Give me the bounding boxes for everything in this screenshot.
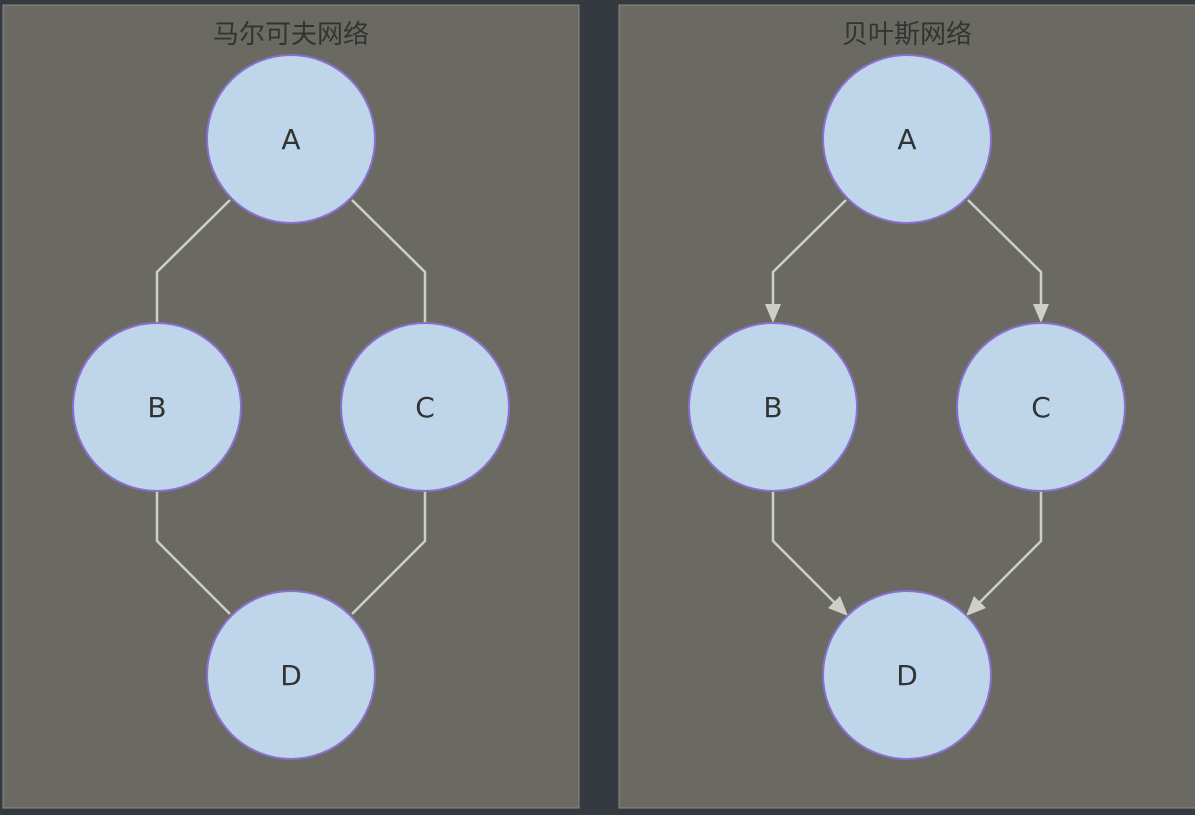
node-d: D — [822, 590, 992, 760]
edge-b-d — [771, 491, 837, 605]
edge-b-d — [155, 491, 231, 615]
node-label: D — [896, 659, 918, 692]
node-label: B — [763, 391, 782, 424]
node-a: A — [822, 54, 992, 224]
node-d: D — [206, 590, 376, 760]
arrowhead-c-d — [966, 596, 986, 616]
node-circle — [72, 322, 242, 492]
node-circle — [688, 322, 858, 492]
arrowhead-b-d — [828, 596, 848, 616]
node-label: A — [281, 123, 300, 156]
node-label: A — [897, 123, 916, 156]
arrowhead-a-c — [1033, 304, 1049, 323]
node-circle — [956, 322, 1126, 492]
node-a: A — [206, 54, 376, 224]
arrowhead-a-b — [765, 304, 781, 323]
edge-c-d — [351, 491, 427, 615]
edge-a-b — [771, 199, 847, 306]
panel-title: 马尔可夫网络 — [213, 20, 369, 50]
node-circle — [822, 590, 992, 760]
node-circle — [206, 54, 376, 224]
node-label: C — [415, 391, 435, 424]
node-label: C — [1031, 391, 1051, 424]
node-b: B — [72, 322, 242, 492]
edge-a-b — [155, 199, 231, 322]
markov-network-panel: 马尔可夫网络 A B C D — [2, 4, 580, 809]
node-c: C — [340, 322, 510, 492]
bayesian-network-panel: 贝叶斯网络 A B C D — [618, 4, 1195, 809]
edge-c-d — [977, 491, 1043, 605]
edge-a-c — [967, 199, 1043, 306]
edge-a-c — [351, 199, 427, 322]
panel-title: 贝叶斯网络 — [842, 20, 972, 50]
node-circle — [340, 322, 510, 492]
node-circle — [206, 590, 376, 760]
node-b: B — [688, 322, 858, 492]
node-label: B — [147, 391, 166, 424]
node-c: C — [956, 322, 1126, 492]
node-label: D — [280, 659, 302, 692]
node-circle — [822, 54, 992, 224]
